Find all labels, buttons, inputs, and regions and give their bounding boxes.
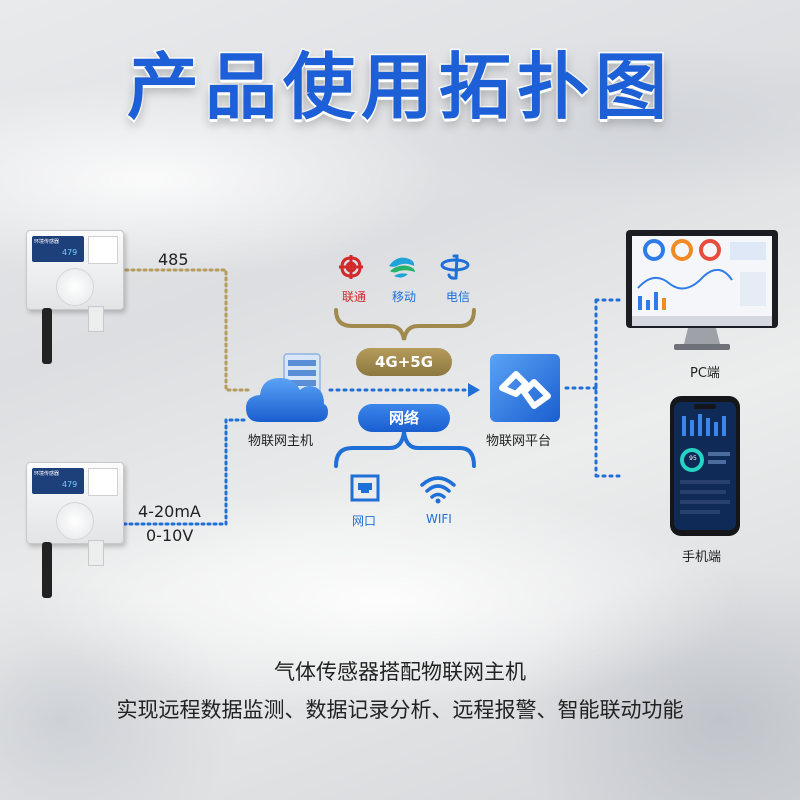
network-badge: 网络 xyxy=(358,404,450,432)
link-analog xyxy=(122,418,250,526)
caption-line-1: 气体传感器搭配物联网主机 xyxy=(274,660,526,684)
phone-screen-value: 95 xyxy=(689,455,697,462)
network-label-ethernet: 网口 xyxy=(352,514,377,528)
china-telecom-logo-icon xyxy=(440,252,470,282)
client-label-mobile: 手机端 xyxy=(682,550,722,565)
host-label: 物联网主机 xyxy=(248,434,314,449)
sensor-top: 环境传感器 479 xyxy=(26,230,124,310)
carrier-label-unicom: 联通 xyxy=(342,290,367,304)
sensor-button-panel xyxy=(88,468,118,496)
sensor-button-panel xyxy=(88,236,118,264)
sensor-screen-title: 环境传感器 xyxy=(34,471,60,477)
sensor-membrane xyxy=(56,268,94,306)
smartphone-icon xyxy=(668,394,742,538)
sensor-display: 环境传感器 479 xyxy=(32,468,84,494)
sensor-display: 环境传感器 479 xyxy=(32,236,84,262)
china-unicom-logo-icon xyxy=(336,252,366,282)
sensor-membrane xyxy=(56,502,94,540)
cellular-badge: 4G+5G xyxy=(356,348,452,376)
sensor-cable xyxy=(42,542,52,598)
sensor-screen-title: 环境传感器 xyxy=(34,239,60,245)
wifi-icon xyxy=(418,474,458,504)
sensor-screen-value: 479 xyxy=(62,480,78,489)
network-label-wifi: WIFI xyxy=(426,512,452,526)
page-title: 产品使用拓扑图 xyxy=(125,44,673,131)
monitor-icon xyxy=(624,228,780,356)
link-platform-clients xyxy=(564,298,626,478)
sensor-probe xyxy=(88,306,104,332)
label-485: 485 xyxy=(158,250,189,269)
sensor-cable xyxy=(42,308,52,364)
ethernet-port-icon xyxy=(350,474,380,502)
cloud-server-icon xyxy=(244,352,330,424)
sensor-screen-value: 479 xyxy=(62,248,78,257)
platform-label: 物联网平台 xyxy=(486,434,552,449)
sensor-probe xyxy=(88,540,104,566)
label-4-20ma: 4-20mA xyxy=(138,502,201,521)
arrow-head xyxy=(468,383,480,397)
caption-line-2: 实现远程数据监测、数据记录分析、远程报警、智能联动功能 xyxy=(116,698,684,722)
carrier-label-mobile: 移动 xyxy=(392,290,417,304)
gold-brace xyxy=(334,308,476,341)
client-label-pc: PC端 xyxy=(690,366,720,381)
label-0-10v: 0-10V xyxy=(146,526,194,545)
carrier-label-telecom: 电信 xyxy=(446,290,471,304)
blue-brace xyxy=(334,431,476,468)
china-mobile-logo-icon xyxy=(386,252,418,282)
sensor-bottom: 环境传感器 479 xyxy=(26,462,124,544)
link-485 xyxy=(118,268,250,392)
iot-platform-icon xyxy=(488,352,562,424)
